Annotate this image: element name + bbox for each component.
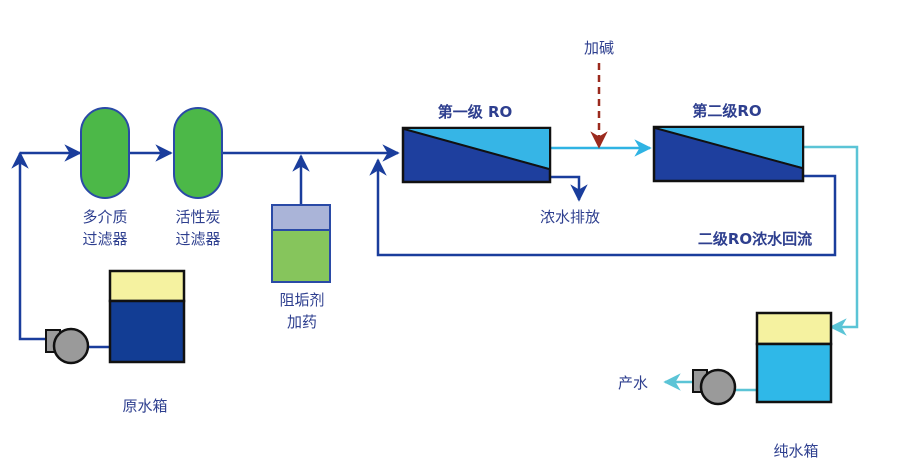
pure-tank-headspace [755,311,833,346]
label-concentrate-discharge: 浓水排放 [540,208,600,226]
antiscalant-tank-liquid [271,229,331,283]
label-ro2-reflux: 二级RO浓水回流 [698,230,812,248]
antiscalant-tank [271,204,331,283]
label-alkali: 加碱 [584,39,614,57]
multimedia-filter-vessel [80,107,130,199]
raw-water-pipes [11,144,837,349]
multimedia-filter [80,107,130,199]
raw-water-pump-icon [45,327,90,365]
raw-water-tank [108,269,186,364]
pure-tank-water [755,342,833,404]
carbon-filter [173,107,223,199]
label-product-water: 产水 [618,374,648,392]
ro2-membrane [652,125,805,183]
pipe-concentrate-discharge [550,175,588,202]
carbon-filter-vessel [173,107,223,199]
label-carbon-filter-1: 活性炭 [175,208,220,226]
label-carbon-filter-2: 过滤器 [175,230,220,248]
raw-tank-water [108,299,186,364]
label-antiscalant-2: 加药 [287,313,317,331]
product-water-pump-icon [692,368,737,406]
label-multimedia-filter-2: 过滤器 [82,230,127,248]
ro2-membrane-line [654,127,803,169]
ro1-membrane-line [403,128,550,170]
ro1-membrane [401,126,552,184]
label-antiscalant-1: 阻垢剂 [279,291,324,309]
pure-water-tank [755,311,833,404]
label-multimedia-filter-1: 多介质 [82,208,127,226]
pipe-ro2-to-pure-tank [803,145,859,336]
label-pure-tank: 纯水箱 [773,442,818,460]
label-raw-tank: 原水箱 [122,397,167,415]
antiscalant-tank-top [271,204,331,231]
raw-tank-headspace [108,269,186,303]
pipe-pump-riser [11,151,46,341]
label-ro1: 第一级 RO [438,103,513,121]
pipe-ro2-reflux [369,158,837,257]
label-ro2: 第二级RO [692,102,761,120]
